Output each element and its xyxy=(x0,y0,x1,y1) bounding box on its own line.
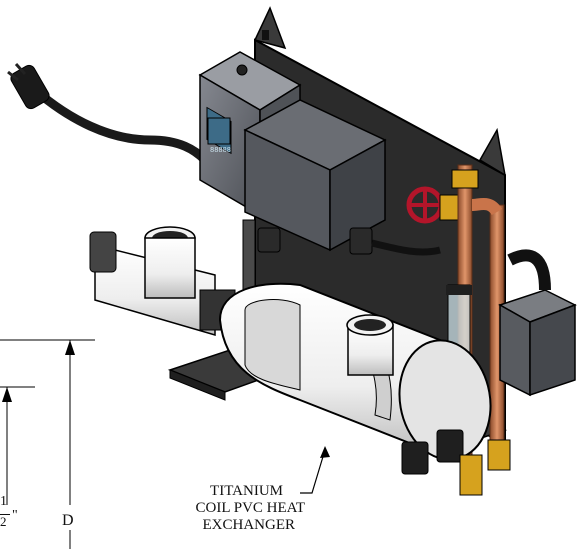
power-cord xyxy=(7,62,210,165)
controller-display-readout: 88888 xyxy=(210,147,231,155)
callout-line-3: EXCHANGER xyxy=(202,517,296,533)
dimension-d-label: D xyxy=(62,512,74,529)
callout-line-1: TITANIUM xyxy=(210,483,283,499)
pvc-heat-exchanger xyxy=(89,226,511,496)
fraction-unit: " xyxy=(12,508,18,523)
fraction-denominator: 2 xyxy=(0,514,7,529)
fraction-numerator: 1 xyxy=(0,494,7,509)
cable-glands xyxy=(257,227,441,256)
fraction-bar xyxy=(0,514,10,515)
junction-box xyxy=(243,99,387,252)
controller-display xyxy=(207,117,231,145)
callout-leader xyxy=(300,449,326,494)
callout-arrowhead xyxy=(320,446,330,458)
pump-housing xyxy=(498,249,577,397)
red-valve xyxy=(406,186,461,224)
callout-line-2: COIL PVC HEAT xyxy=(195,500,305,516)
dimension-lines xyxy=(0,339,95,549)
heat-exchanger-callout: TITANIUM COIL PVC HEAT EXCHANGER xyxy=(120,483,305,534)
